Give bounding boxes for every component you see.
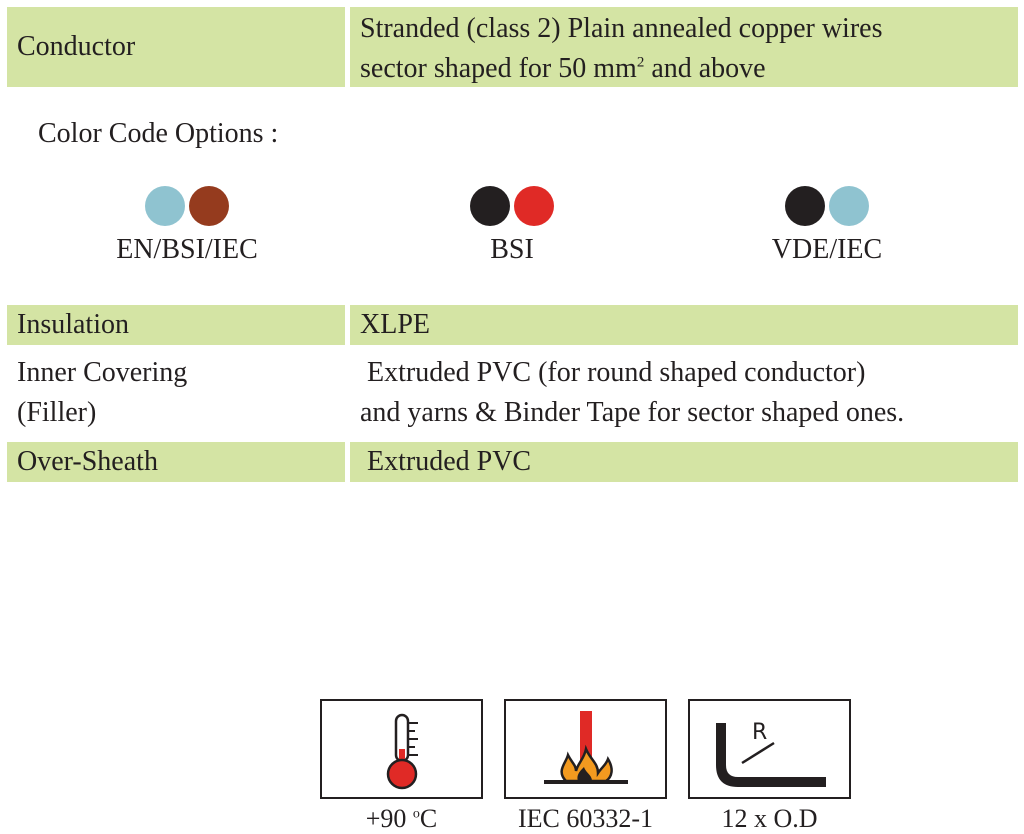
inner-covering-value-line2: and yarns & Binder Tape for sector shape… [360, 397, 905, 428]
degree-sign: o [412, 806, 420, 822]
over-sheath-label: Over-Sheath [7, 442, 345, 482]
swatch-dot [470, 186, 510, 226]
temperature-unit: C [419, 804, 438, 833]
swatch-dot [189, 186, 229, 226]
inner-covering-label-line1: Inner Covering [17, 357, 188, 388]
inner-covering-value: Extruded PVC (for round shaped conductor… [350, 353, 1018, 433]
flame-test-caption: IEC 60332-1 [517, 804, 654, 833]
color-option-label: VDE/IEC [771, 234, 883, 265]
bend-radius-caption: 12 x O.D [721, 804, 818, 833]
bend-radius-icon: R [688, 699, 851, 799]
temperature-value: +90 [365, 804, 413, 833]
color-option-bsi: BSI [362, 186, 662, 270]
conductor-value: Stranded (class 2) Plain annealed copper… [350, 7, 1018, 87]
inner-covering-label: Inner Covering (Filler) [7, 353, 345, 433]
conductor-label-text: Conductor [17, 31, 136, 62]
radius-letter: R [752, 720, 767, 745]
temperature-caption: +90 oC [320, 804, 483, 834]
swatch-dot [514, 186, 554, 226]
conductor-line2-pre: sector shaped for 50 mm [360, 53, 637, 84]
swatch-dot [785, 186, 825, 226]
color-option-en-bsi-iec: EN/BSI/IEC [37, 186, 337, 270]
conductor-label: Conductor [7, 7, 345, 87]
conductor-line2-post: and above [644, 53, 766, 84]
inner-covering-value-line1: Extruded PVC (for round shaped conductor… [360, 357, 866, 388]
thermometer-icon [320, 699, 483, 799]
color-code-title: Color Code Options : [38, 118, 279, 149]
swatch-dot [145, 186, 185, 226]
conductor-value-line1: Stranded (class 2) Plain annealed copper… [360, 13, 883, 44]
color-option-label: EN/BSI/IEC [116, 234, 258, 265]
swatch-dot [829, 186, 869, 226]
conductor-line2-sup: 2 [636, 54, 645, 71]
flame-test-icon [504, 699, 667, 799]
color-option-vde-iec: VDE/IEC [677, 186, 977, 270]
inner-covering-label-line2: (Filler) [17, 397, 97, 428]
conductor-value-line2: sector shaped for 50 mm2 and above [360, 49, 1018, 89]
color-option-label: BSI [490, 234, 534, 265]
insulation-value: XLPE [350, 305, 1018, 345]
over-sheath-value: Extruded PVC [350, 442, 1018, 482]
insulation-label: Insulation [7, 305, 345, 345]
